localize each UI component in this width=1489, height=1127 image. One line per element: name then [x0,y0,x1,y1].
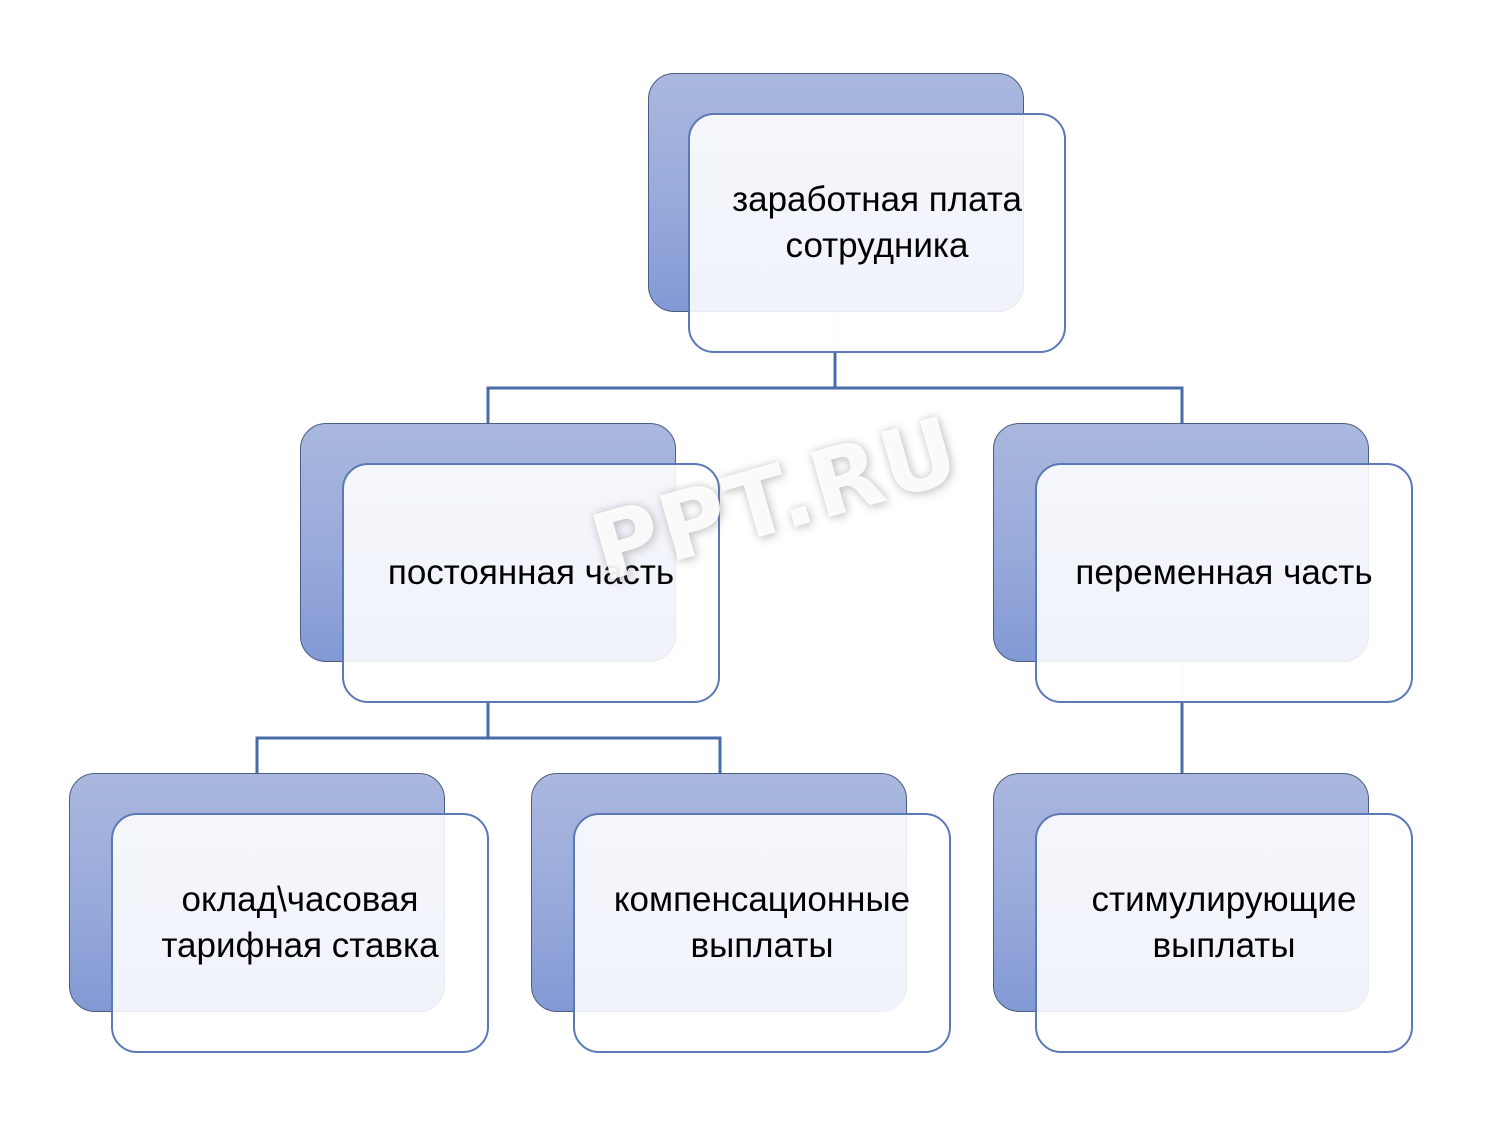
node-compensation-card: компенсационные выплаты [573,813,951,1053]
node-salary-label: оклад\часовая тарифная ставка [161,880,439,965]
node-fixed-card: постоянная часть [342,463,720,703]
node-incentive-card: стимулирующие выплаты [1035,813,1413,1053]
node-incentive-label: стимулирующие выплаты [1091,880,1357,965]
node-root-card: заработная плата сотрудника [688,113,1066,353]
node-compensation-label: компенсационные выплаты [613,880,911,965]
node-variable-label: переменная часть [1075,553,1373,592]
node-salary-card: оклад\часовая тарифная ставка [111,813,489,1053]
node-fixed-label: постоянная часть [387,553,675,592]
connector-root-children [486,352,1184,423]
node-root-label: заработная плата сотрудника [732,180,1022,265]
node-variable-card: переменная часть [1035,463,1413,703]
connector-fixed-children [255,702,722,773]
